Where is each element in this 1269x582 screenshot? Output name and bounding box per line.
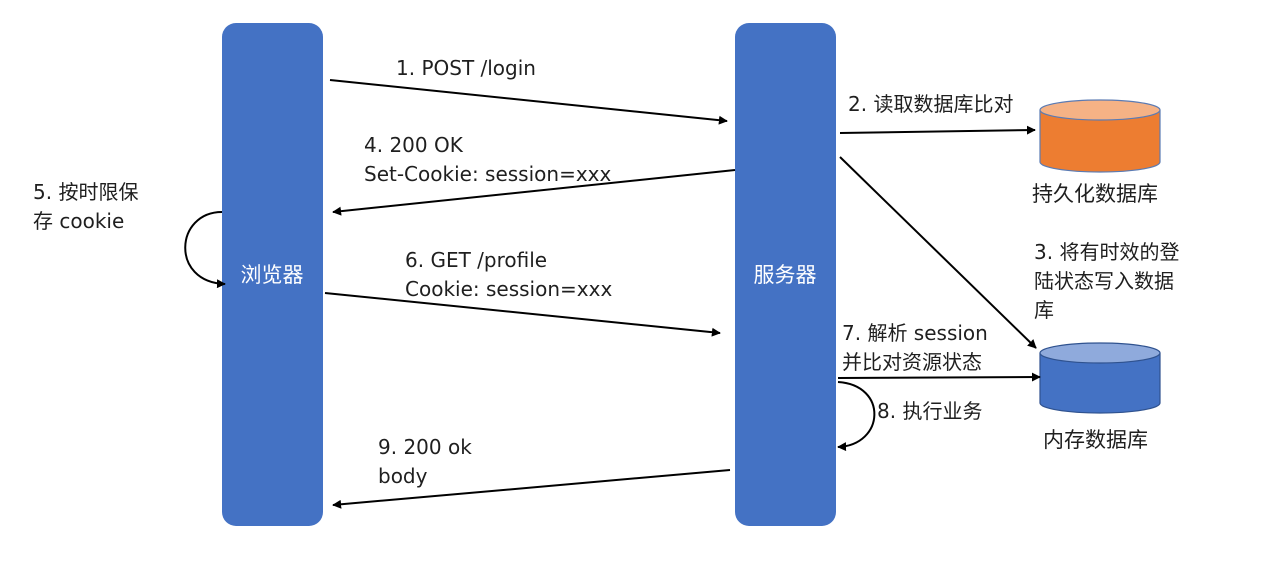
step-5-label: 5. 按时限保 存 cookie: [33, 180, 139, 233]
step-6-label: 6. GET /profile Cookie: session=xxx: [405, 248, 613, 301]
server-lifeline: [735, 23, 836, 526]
arrow-8-self-loop: [837, 381, 876, 452]
arrow-7-check-session: [837, 372, 1041, 382]
step-9-label: 9. 200 ok body: [378, 435, 472, 488]
step-1-label: 1. POST /login: [396, 56, 536, 80]
arrow-2-read-db: [839, 125, 1036, 135]
server-label: 服务器: [754, 263, 817, 287]
browser-label: 浏览器: [241, 263, 304, 287]
arrow-5-self-loop: [184, 211, 226, 289]
persistent-database-label: 持久化数据库: [1032, 182, 1158, 206]
arrow-1-post-login: [329, 79, 728, 125]
persistent-database-icon: [1039, 99, 1161, 173]
step-2-label: 2. 读取数据库比对: [848, 92, 1014, 116]
memory-database-label: 内存数据库: [1043, 428, 1148, 452]
arrow-4-200-ok: [332, 169, 736, 216]
arrow-3-write-session: [839, 156, 1037, 349]
step-3-label: 3. 将有时效的登 陆状态写入数据 库: [1034, 240, 1180, 322]
arrow-9-200-ok-body: [332, 469, 731, 509]
step-8-label: 8. 执行业务: [877, 399, 983, 423]
browser-lifeline: [222, 23, 323, 526]
step-7-label: 7. 解析 session 并比对资源状态: [842, 321, 988, 374]
memory-database-icon: [1039, 342, 1161, 414]
step-4-label: 4. 200 OK Set-Cookie: session=xxx: [364, 133, 612, 186]
arrow-6-get-profile: [324, 292, 721, 337]
